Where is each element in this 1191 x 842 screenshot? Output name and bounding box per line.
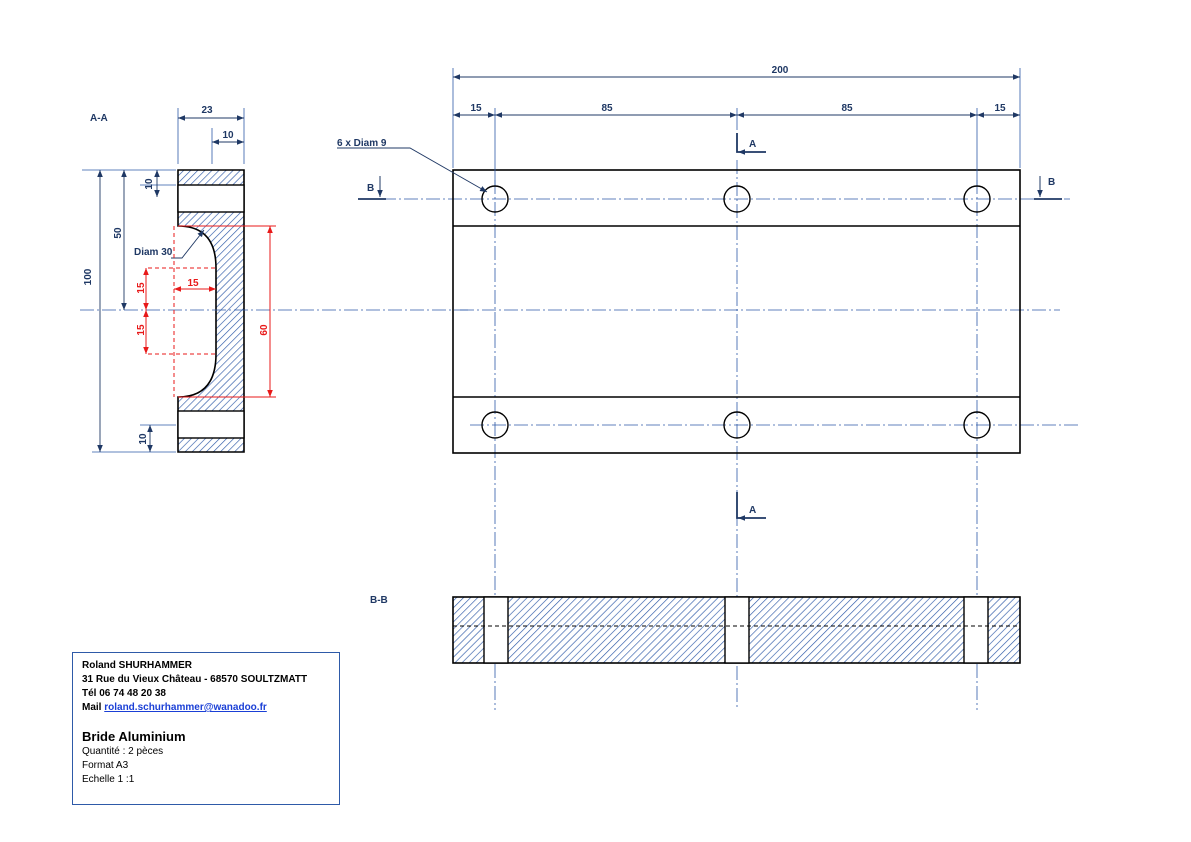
hole-3 bbox=[963, 185, 991, 213]
dim-edge-right: 15 bbox=[994, 103, 1006, 114]
author-address: 31 Rue du Vieux Château - 68570 SOULTZMA… bbox=[82, 674, 308, 685]
dim-half-height-b: 15 bbox=[136, 324, 147, 336]
hole-1 bbox=[481, 185, 509, 213]
dim-depth: 15 bbox=[187, 278, 199, 289]
leader-hole-note bbox=[337, 147, 488, 193]
section-aa-slot-bottom bbox=[177, 410, 245, 439]
dim-pitch-right: 85 bbox=[841, 103, 853, 114]
section-bb-view: B-B bbox=[370, 595, 1021, 664]
section-aa-label: A-A bbox=[90, 113, 108, 124]
hole-note: 6 x Diam 9 bbox=[337, 138, 387, 149]
cut-label-b-right: B bbox=[1048, 177, 1055, 188]
author-phone: Tél 06 74 48 20 38 bbox=[82, 688, 166, 699]
mail-link[interactable]: roland.schurhammer@wanadoo.fr bbox=[104, 702, 267, 713]
dim-half-height-a: 15 bbox=[136, 282, 147, 294]
top-view-ext-lines bbox=[452, 68, 1021, 185]
cut-label-a-top: A bbox=[749, 139, 756, 150]
dim-width-inner: 10 bbox=[222, 130, 234, 141]
part-scale: Echelle 1 :1 bbox=[82, 774, 135, 785]
hole-6 bbox=[963, 411, 991, 439]
dim-overall: 200 bbox=[772, 65, 789, 76]
dim-groove-height: 60 bbox=[259, 324, 270, 336]
top-view-outline bbox=[452, 169, 1021, 454]
part-quantity: Quantité : 2 pèces bbox=[82, 746, 164, 757]
dim-edge-left: 15 bbox=[470, 103, 482, 114]
section-bb-hole-2 bbox=[724, 596, 750, 664]
dim-height-total: 100 bbox=[83, 268, 94, 285]
section-bb-hole-1 bbox=[483, 596, 509, 664]
section-aa-view: A-A 23 10 100 50 10 10 Diam 30 bbox=[80, 105, 470, 453]
hole-4 bbox=[481, 411, 509, 439]
dim-pitch-left: 85 bbox=[601, 103, 613, 114]
hole-2 bbox=[723, 185, 751, 213]
section-bb-label: B-B bbox=[370, 595, 388, 606]
hole-pattern bbox=[481, 185, 991, 439]
dim-slot-bottom: 10 bbox=[138, 433, 149, 445]
dim-width-total: 23 bbox=[201, 105, 213, 116]
cut-label-a-bottom: A bbox=[749, 505, 756, 516]
part-name: Bride Aluminium bbox=[82, 729, 186, 744]
hole-5 bbox=[723, 411, 751, 439]
author-mail-row: Mail roland.schurhammer@wanadoo.fr bbox=[82, 701, 330, 715]
section-bb-hole-3 bbox=[963, 596, 989, 664]
dim-height-upper: 50 bbox=[113, 227, 124, 239]
section-aa-slot-top bbox=[177, 184, 245, 213]
title-block: Roland SHURHAMMER 31 Rue du Vieux Châtea… bbox=[72, 652, 340, 805]
dim-slot-top: 10 bbox=[144, 178, 155, 190]
mail-label: Mail bbox=[82, 702, 102, 713]
leader-diam-30 bbox=[171, 229, 205, 259]
author-name: Roland SHURHAMMER bbox=[82, 660, 192, 671]
cut-label-b-left: B bbox=[367, 183, 374, 194]
note-diam-30: Diam 30 bbox=[134, 247, 173, 258]
part-format: Format A3 bbox=[82, 760, 129, 771]
construction-lines bbox=[148, 225, 276, 398]
